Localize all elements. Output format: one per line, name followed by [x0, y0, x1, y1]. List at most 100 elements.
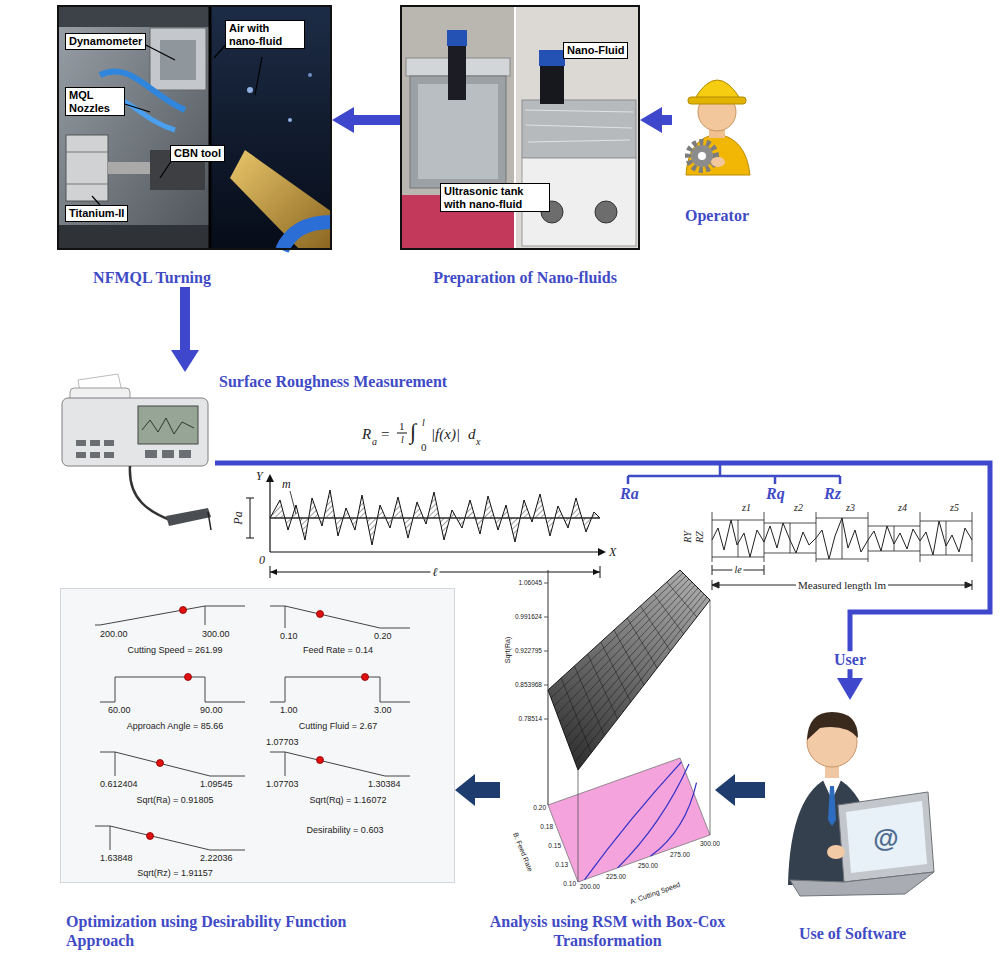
desirability-ramps [180, 607, 187, 614]
instrument-box: Surface Roughness Measurement [55, 372, 215, 550]
annotation-text: 0.991624 [515, 614, 542, 621]
response-surface [618, 764, 689, 868]
arrow-shaft [661, 115, 672, 125]
rz-profile [712, 565, 713, 575]
operator-icon [688, 142, 716, 170]
flow-arrow [455, 774, 500, 806]
response-surface [651, 783, 697, 857]
annotation-text: Cutting Fluid = 2.67 [299, 722, 377, 731]
annotation-text: 250.00 [638, 863, 658, 870]
roughness-tester [76, 440, 86, 446]
desirability-ramps [317, 611, 324, 618]
annotation-text: 1 [399, 421, 405, 432]
actor-icon: Operator [672, 55, 762, 225]
roughness-tester [104, 440, 114, 446]
rz-profile [764, 512, 765, 562]
rz-profile [842, 518, 843, 559]
preparation-photo [522, 100, 636, 158]
desirability-ramps [100, 677, 245, 702]
desirability-ramps [285, 752, 286, 776]
stage-caption: Use of Software [799, 924, 906, 943]
ra-profile-graph [593, 569, 600, 575]
user-icon [790, 872, 934, 896]
desirability-ramps [147, 833, 154, 840]
response-surface [585, 762, 682, 880]
response-surface [544, 685, 548, 686]
ra-profile-graph [246, 498, 254, 499]
roughness-tester [138, 406, 198, 444]
annotation-text: l [401, 435, 404, 445]
annotation-text: 200.00 [580, 884, 600, 891]
user-icon [846, 801, 927, 873]
turning-photo [66, 152, 108, 153]
roughness-tester [76, 440, 191, 458]
desirability-ramps [157, 760, 164, 767]
annotation-text: 0.20 [374, 632, 392, 641]
turning-photo [160, 40, 196, 80]
annotation-text: z2 [794, 503, 803, 513]
roughness-tester [62, 398, 208, 466]
response-surface [575, 597, 707, 762]
ra-profile-graph [270, 551, 600, 552]
response-surface [574, 666, 604, 736]
callout-tag: Ultrasonic tank with nano-fluid [440, 183, 550, 212]
rz-profile [868, 512, 869, 562]
annotation-text: Sqrt(Rq) = 1.16072 [310, 796, 387, 805]
operator-icon [698, 152, 706, 160]
ra-profile-graph [269, 476, 270, 552]
annotation-text: RZ [695, 531, 705, 543]
response-surface [667, 582, 697, 617]
ra-profile-graph [397, 433, 407, 434]
turning-photo [66, 135, 108, 201]
user-icon [788, 712, 934, 896]
tag-text: MQL Nozzles [69, 89, 121, 114]
photo-panel: NFMQL TurningDynamometerMQL NozzlesAir w… [57, 5, 332, 287]
ra-profile-graph [270, 490, 600, 545]
annotation-text: Sqrt(Rz) = 1.91157 [137, 869, 213, 878]
desirability-ramps [100, 752, 245, 776]
annotation-text: 200.00 [100, 630, 128, 639]
flow-arrow [171, 287, 199, 372]
annotation-text: 1.63848 [100, 854, 133, 863]
desirability-ramps [270, 752, 410, 776]
turning-photo [57, 5, 332, 250]
desirability-ramps [95, 606, 410, 850]
stage-caption: Operator [685, 206, 749, 225]
flow-arrow [332, 107, 400, 133]
annotation-text: x [476, 437, 480, 447]
turning-photo [247, 87, 253, 93]
ra-profile-graph [290, 491, 296, 514]
annotation-text: Measured length lm [796, 580, 888, 591]
roughness-tester [130, 466, 170, 520]
roughness-tester [208, 512, 211, 530]
arrow-shaft [215, 463, 990, 679]
response-surface [569, 591, 701, 746]
response-surface [640, 606, 670, 651]
response-surface [601, 642, 631, 702]
stage-caption: NFMQL Turning [93, 268, 211, 287]
preparation-photo [539, 50, 565, 66]
leader-line [92, 196, 100, 205]
user-icon [827, 845, 845, 859]
annotation-text: RY [683, 531, 693, 543]
annotation-text: 0.10 [563, 881, 576, 888]
annotation-text: 0.18 [540, 824, 553, 831]
preparation-photo [514, 5, 516, 250]
desirability-ramps [95, 606, 245, 625]
annotation-text: 0.10 [280, 632, 298, 641]
tag-text: Ultrasonic tank with nano-fluid [444, 185, 546, 210]
stage-caption: Surface Roughness Measurement [219, 372, 447, 391]
annotation-text: Rz [824, 486, 841, 502]
user-icon [828, 786, 836, 826]
annotation-text: z4 [898, 503, 907, 513]
turning-photo [209, 5, 212, 250]
tag-text: Dynamometer [69, 35, 142, 48]
annotation-text: 1.06045 [519, 580, 543, 587]
ra-profile-graph [246, 538, 254, 539]
stage-caption: Optimization using Desirability Function… [66, 912, 416, 950]
arrow-shaft [353, 115, 400, 125]
annotation-text: ∫ [410, 421, 416, 443]
turning-photo [210, 5, 332, 250]
annotation-text: 0.20 [533, 805, 546, 812]
